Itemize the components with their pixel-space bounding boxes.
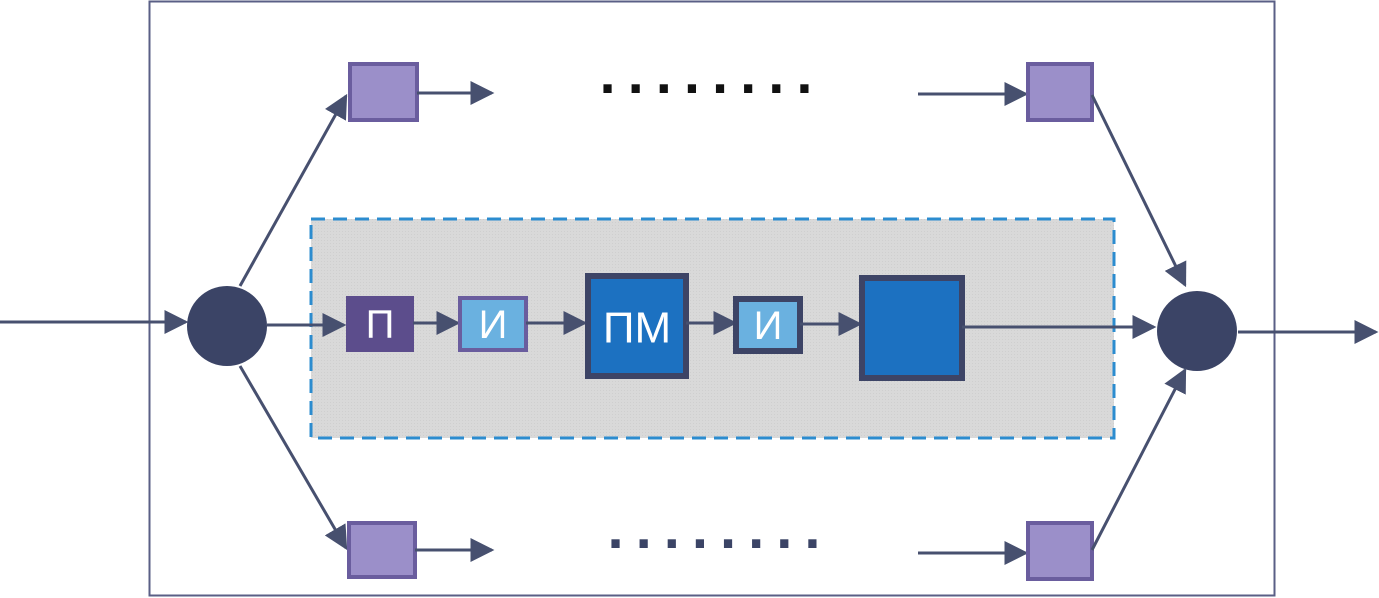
block-pm-label: ПМ — [603, 304, 671, 353]
block-p — [346, 296, 414, 352]
block-pm — [585, 273, 689, 379]
split-node — [187, 286, 267, 366]
block-i1-label: И — [479, 303, 508, 347]
bottom-ellipsis: ........ — [608, 496, 833, 561]
bottom-left-block — [347, 521, 417, 579]
block-i2-label: И — [754, 304, 783, 348]
block-p-label: П — [366, 303, 395, 347]
top-ellipsis: ........ — [600, 41, 825, 106]
branch-arrow-bottom — [238, 365, 348, 551]
merge-arrow-top — [1090, 94, 1187, 288]
output-block — [859, 275, 965, 381]
bottom-right-block — [1026, 521, 1094, 581]
outer-frame — [148, 0, 1276, 597]
branch-arrow-top — [238, 93, 348, 287]
merge-node — [1157, 291, 1237, 371]
top-left-block — [348, 62, 419, 122]
merge-arrow-bottom — [1090, 367, 1187, 551]
top-right-block — [1026, 62, 1094, 122]
